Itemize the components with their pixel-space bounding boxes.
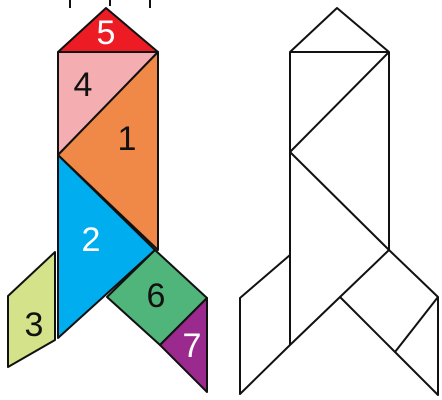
outline-edge	[290, 152, 389, 250]
piece-6-label: 6	[147, 277, 166, 315]
clipped-heading-fragments	[70, 0, 150, 8]
colored-rocket: 5 4 1 2 3 6 7	[8, 8, 207, 392]
outline-edge	[290, 52, 389, 152]
clipped-fragment	[70, 0, 150, 8]
outline-edge	[395, 297, 438, 352]
piece-3-label: 3	[25, 306, 44, 344]
piece-1-label: 1	[118, 120, 137, 158]
piece-5-label: 5	[97, 14, 116, 52]
outline-edge	[340, 250, 389, 297]
outline-rocket	[240, 8, 438, 395]
piece-7-label: 7	[183, 327, 202, 365]
piece-2-label: 2	[82, 221, 101, 259]
piece-4-label: 4	[74, 66, 93, 104]
